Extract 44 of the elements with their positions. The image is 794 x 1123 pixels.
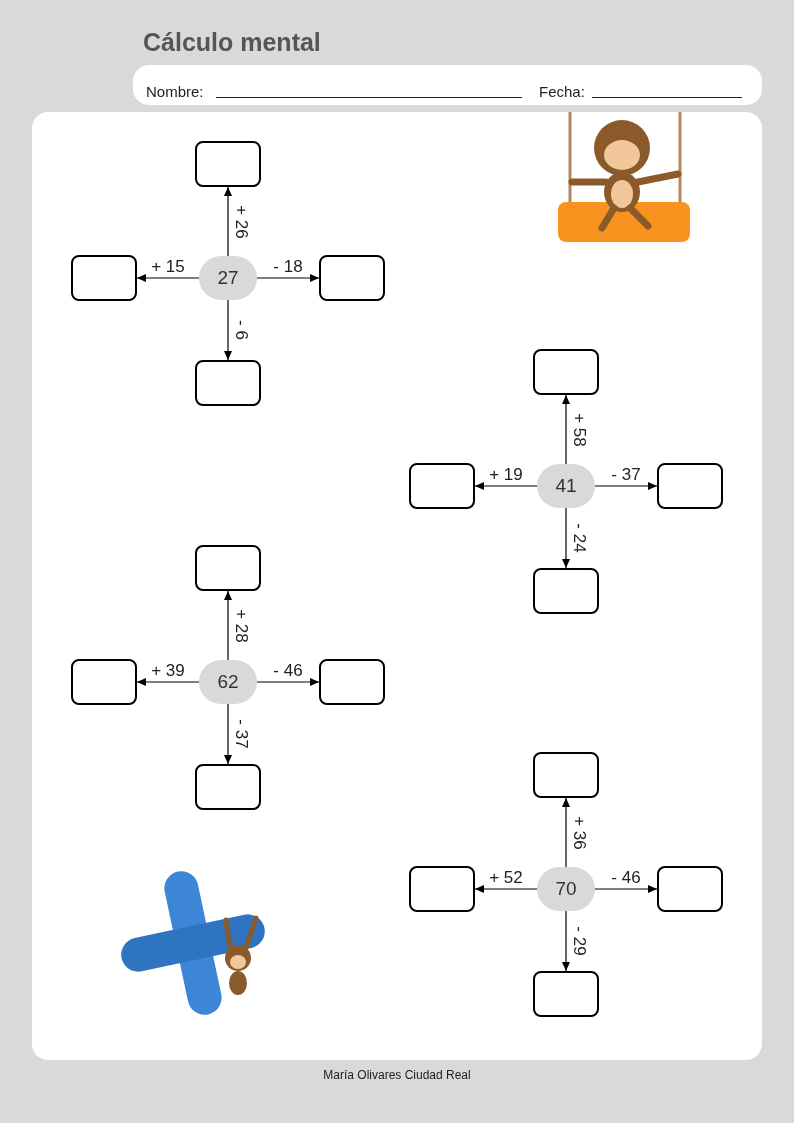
title: Cálculo mental	[143, 27, 321, 58]
answer-box	[71, 659, 137, 705]
arrow	[562, 507, 570, 569]
arrow	[224, 703, 232, 765]
answer-box	[409, 866, 475, 912]
arrow	[474, 482, 538, 490]
arrow	[474, 885, 538, 893]
name-label: Nombre:	[146, 82, 204, 102]
arrow	[224, 590, 232, 661]
arrow	[136, 678, 200, 686]
answer-box	[657, 463, 723, 509]
edge-label: - 18	[271, 257, 305, 275]
edge-label: + 39	[149, 661, 187, 679]
edge-label: + 19	[487, 465, 525, 483]
author-credit: María Olivares Ciudad Real	[323, 1067, 471, 1084]
edge-label: + 52	[487, 868, 525, 886]
answer-box	[533, 568, 599, 614]
arrow	[562, 910, 570, 972]
edge-label: + 15	[149, 257, 187, 275]
answer-box	[533, 349, 599, 395]
arrow	[136, 274, 200, 282]
arrow	[562, 394, 570, 465]
arrow	[224, 299, 232, 361]
arrow	[256, 678, 320, 686]
arrow	[256, 274, 320, 282]
answer-box	[657, 866, 723, 912]
arrow	[224, 186, 232, 257]
answer-box	[319, 659, 385, 705]
arrow	[594, 885, 658, 893]
answer-box	[195, 141, 261, 187]
answer-box	[195, 360, 261, 406]
date-label: Fecha:	[539, 82, 585, 102]
edge-label: - 46	[271, 661, 305, 679]
answer-box	[195, 764, 261, 810]
edge-label: - 46	[609, 868, 643, 886]
answer-box	[195, 545, 261, 591]
answer-box	[319, 255, 385, 301]
answer-box	[409, 463, 475, 509]
answer-box	[71, 255, 137, 301]
answer-box	[533, 971, 599, 1017]
answer-box	[533, 752, 599, 798]
arrow	[594, 482, 658, 490]
edge-label: - 37	[609, 465, 643, 483]
arrow	[562, 797, 570, 868]
